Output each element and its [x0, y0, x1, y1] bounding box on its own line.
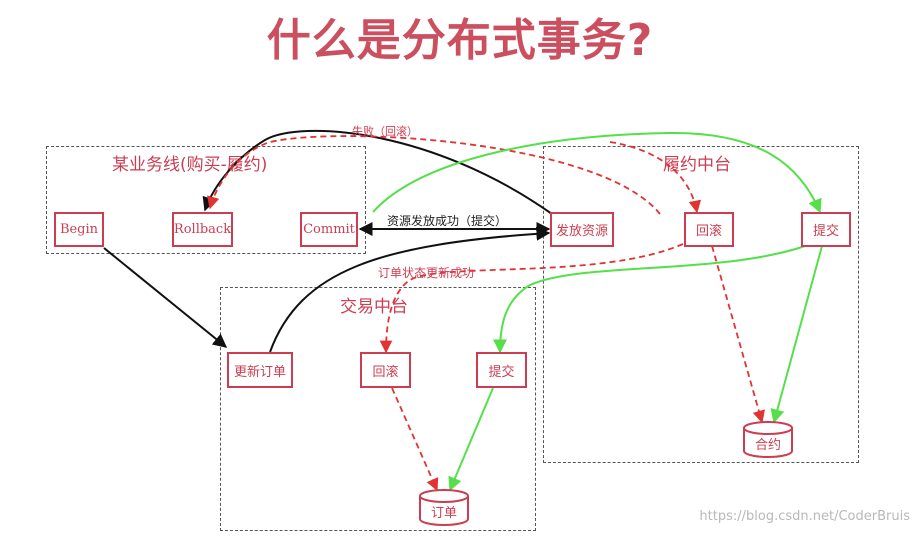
edge-trade-commit-to-order	[448, 387, 494, 492]
trade-group	[220, 287, 536, 531]
trade-rollback-node: 回滚	[360, 352, 411, 388]
contract-database-label: 合约	[754, 438, 781, 453]
fulfillment-group	[543, 146, 859, 463]
update-order-node: 更新订单	[227, 352, 293, 388]
edge-label-order-update-success: 订单状态更新成功	[378, 266, 475, 280]
edge-fail-rollback-to-rollback	[207, 135, 661, 215]
fulfill-rollback-node: 回滚	[684, 212, 734, 247]
trade-commit-node: 提交	[476, 352, 527, 388]
rollback-node: Rollback	[172, 212, 233, 247]
edge-begin-to-update-order	[103, 247, 228, 348]
edge-fulfill-commit-to-contract	[770, 245, 823, 424]
edge-trade-rollback-to-order	[391, 387, 439, 492]
edge-label-fail-rollback: 失败（回滚）	[352, 125, 418, 138]
order-database-label: 订单	[430, 506, 457, 521]
commit-node: Commit	[300, 212, 358, 247]
edge-update-order-to-issue-resource	[269, 226, 551, 353]
order-database-icon: 订单	[418, 488, 470, 526]
edge-fail-into-fulfill-rollback	[609, 141, 702, 214]
watermark: https://blog.csdn.net/CoderBruis	[699, 509, 910, 524]
issue-resource-node: 发放资源	[550, 212, 614, 247]
business-line-group	[46, 146, 366, 254]
edge-fulfill-rollback-to-contract	[711, 245, 765, 424]
begin-node: Begin	[54, 212, 104, 247]
edge-issue-resource-to-rollback	[202, 129, 553, 215]
edge-commit-to-fulfill-commit	[372, 131, 822, 214]
edge-fulfill-rollback-to-trade-rollback	[379, 243, 684, 354]
edge-fulfill-commit-to-trade-commit	[493, 245, 806, 354]
page-title: 什么是分布式事务?	[266, 15, 654, 66]
contract-database-icon: 合约	[742, 420, 794, 458]
fulfillment-label: 履约中台	[663, 155, 731, 175]
fulfill-commit-node: 提交	[801, 212, 851, 247]
edge-label-issue-success: 资源发放成功（提交）	[387, 214, 508, 228]
